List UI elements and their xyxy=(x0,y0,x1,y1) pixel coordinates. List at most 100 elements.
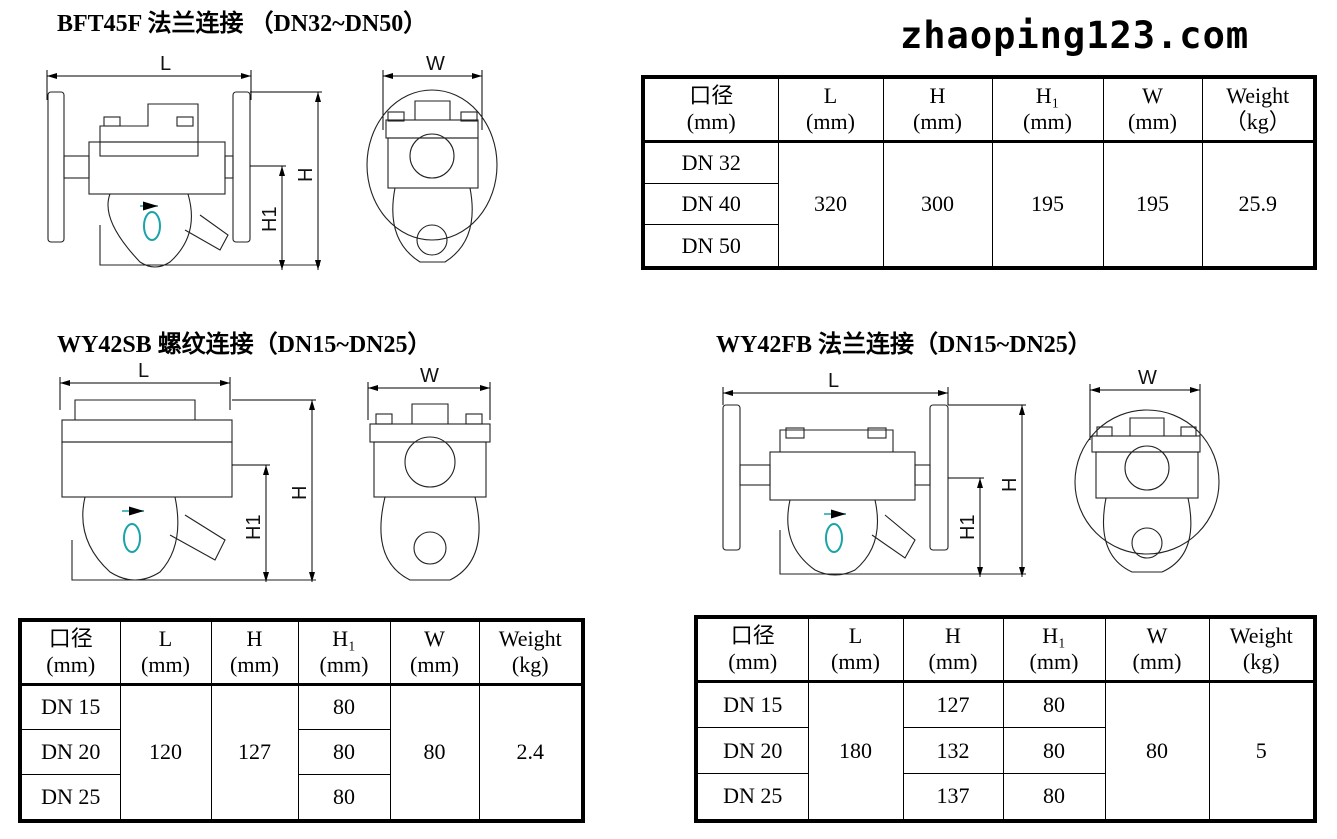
column-header-line: W xyxy=(1142,83,1163,109)
column-header: H(mm) xyxy=(210,619,299,686)
column-header-line: (mm) xyxy=(686,109,736,135)
column-header-line: (mm) xyxy=(831,649,880,675)
logo-icon xyxy=(123,523,141,553)
column-header: W(mm) xyxy=(389,619,480,686)
dim-label-H1: H1 xyxy=(259,206,281,232)
size-cell: DN 20 xyxy=(695,727,809,774)
table-header-row: 口径(mm)L(mm)H(mm)H₁(mm)W(mm)Weight（kg） xyxy=(642,76,1316,143)
size-cell: DN 32 xyxy=(642,140,779,185)
value-cell: 80 xyxy=(297,683,391,731)
size-cell: DN 50 xyxy=(642,224,779,269)
value-cell: 195 xyxy=(1102,140,1203,269)
table-header-row: 口径(mm)L(mm)H(mm)H₁(mm)W(mm)Weight(kg) xyxy=(695,616,1316,683)
section-title-wy42fb: WY42FB 法兰连接（DN15~DN25） xyxy=(716,332,1092,358)
column-header: H(mm) xyxy=(902,616,1004,683)
section-title-wy42sb: WY42SB 螺纹连接（DN15~DN25） xyxy=(57,332,432,358)
column-header-line: W xyxy=(424,626,445,652)
column-header-line: L xyxy=(823,83,838,109)
dim-label-H1: H1 xyxy=(243,514,265,540)
column-header-line: 口径 xyxy=(689,83,734,109)
column-header: W(mm) xyxy=(1102,76,1203,143)
column-header-line: (mm) xyxy=(1128,109,1177,135)
column-header-line: (mm) xyxy=(410,652,459,678)
dim-label-L: L xyxy=(138,360,149,382)
column-header-line: (mm) xyxy=(1023,109,1072,135)
column-header-line: 口径 xyxy=(730,623,775,649)
logo-icon xyxy=(143,211,161,241)
dim-label-H: H xyxy=(999,478,1021,492)
column-header-line: (mm) xyxy=(1029,649,1079,675)
column-header: Weight(kg) xyxy=(1208,616,1316,683)
column-header-line: H₁ xyxy=(1035,83,1060,109)
dim-label-H: H xyxy=(295,168,317,182)
column-header-line: (mm) xyxy=(319,652,369,678)
value-cell: 80 xyxy=(1002,680,1106,729)
column-header-line: H xyxy=(246,626,263,652)
column-header: 口径(mm) xyxy=(642,76,779,143)
size-cell: DN 15 xyxy=(19,683,121,731)
value-cell: 180 xyxy=(807,680,904,822)
table-header-row: 口径(mm)L(mm)H(mm)H₁(mm)W(mm)Weight(kg) xyxy=(19,619,584,686)
dim-label-H: H xyxy=(289,486,311,500)
value-cell: 80 xyxy=(297,729,391,775)
column-header-line: H₁ xyxy=(332,626,356,652)
value-cell: 80 xyxy=(1002,772,1106,822)
column-header-line: （kg） xyxy=(1224,109,1291,135)
column-header-line: (kg) xyxy=(1242,649,1280,675)
size-cell: DN 25 xyxy=(695,772,809,822)
table-row: DN 50 xyxy=(642,224,1315,269)
column-header: H₁(mm) xyxy=(991,76,1104,143)
column-header-line: (mm) xyxy=(728,649,778,675)
size-cell: DN 40 xyxy=(642,183,779,226)
column-header: H(mm) xyxy=(882,76,993,143)
column-header-line: (mm) xyxy=(46,652,96,678)
value-cell: 127 xyxy=(902,680,1004,729)
value-cell: 127 xyxy=(210,683,299,822)
watermark: zhaoping123.com xyxy=(900,14,1250,57)
wy42sb-side-view: W xyxy=(367,365,491,581)
column-header: L(mm) xyxy=(777,76,884,143)
logo-icon xyxy=(825,523,843,553)
dim-label-H1: H1 xyxy=(957,514,979,540)
column-header: W(mm) xyxy=(1104,616,1210,683)
value-cell: 80 xyxy=(389,683,480,822)
value-cell: 300 xyxy=(882,140,993,269)
column-header-line: Weight xyxy=(1226,83,1290,109)
column-header-line: Weight xyxy=(1229,623,1293,649)
wy42fb-spec-table: 口径(mm)L(mm)H(mm)H₁(mm)W(mm)Weight(kg)DN … xyxy=(694,615,1317,823)
column-header: Weight（kg） xyxy=(1201,76,1316,143)
value-cell: 195 xyxy=(991,140,1104,269)
value-cell: 120 xyxy=(119,683,212,822)
value-cell: 137 xyxy=(902,772,1004,822)
wy42sb-spec-table: 口径(mm)L(mm)H(mm)H₁(mm)W(mm)Weight(kg)DN … xyxy=(18,618,585,823)
column-header-line: L xyxy=(848,623,863,649)
column-header-line: (mm) xyxy=(230,652,279,678)
column-header: H₁(mm) xyxy=(1002,616,1106,683)
value-cell: 2.4 xyxy=(478,683,584,822)
column-header-line: W xyxy=(1146,623,1168,649)
wy42fb-front-view: L H H1 xyxy=(722,370,1026,577)
column-header: L(mm) xyxy=(807,616,904,683)
value-cell: 80 xyxy=(1104,680,1210,822)
dim-label-W: W xyxy=(426,53,445,75)
column-header-line: H xyxy=(929,83,946,109)
dim-label-L: L xyxy=(160,53,171,75)
column-header-line: Weight xyxy=(498,626,562,652)
column-header-line: L xyxy=(158,626,173,652)
bft45f-front-view: L H H1 xyxy=(46,53,322,270)
dim-label-L: L xyxy=(828,370,839,392)
column-header: 口径(mm) xyxy=(19,619,121,686)
dim-label-W: W xyxy=(1138,367,1157,389)
size-cell: DN 25 xyxy=(19,773,121,822)
table-row: DN 25 80 xyxy=(19,773,583,822)
column-header-line: H₁ xyxy=(1042,623,1066,649)
column-header-line: (kg) xyxy=(511,652,549,678)
column-header-line: (mm) xyxy=(141,652,190,678)
column-header-line: (mm) xyxy=(928,649,978,675)
value-cell: 80 xyxy=(297,773,391,822)
